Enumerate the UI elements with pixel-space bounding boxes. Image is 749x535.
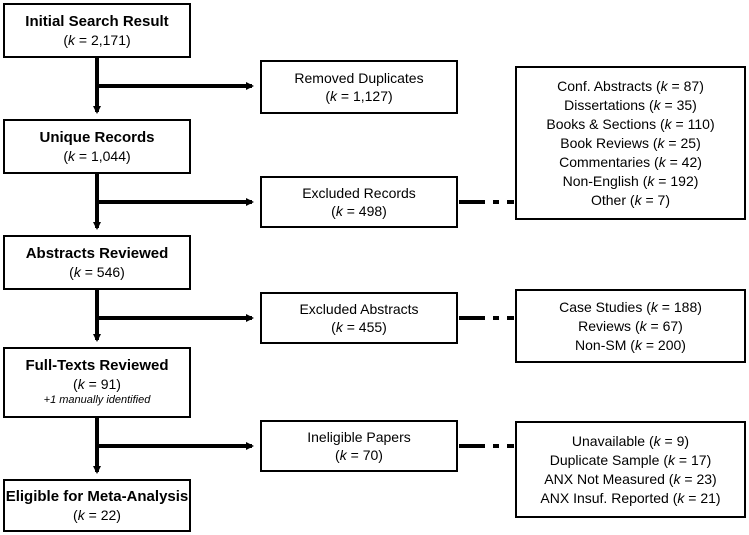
step-title: Abstracts Reviewed [25, 244, 169, 262]
list-item: Reviews (k = 67) [578, 317, 683, 334]
step-unique-records: Unique Records (k = 1,044) [3, 119, 191, 174]
step-abstracts-reviewed: Abstracts Reviewed (k = 546) [3, 235, 191, 290]
list-item: Non-English (k = 192) [562, 172, 699, 189]
step-count: (k = 2,171) [63, 31, 131, 48]
step-title: Full-Texts Reviewed [25, 357, 169, 374]
list-item: Dissertations (k = 35) [564, 96, 697, 113]
list-item: Books & Sections (k = 110) [546, 115, 715, 132]
exclusion-removed-duplicates: Removed Duplicates (k = 1,127) [260, 60, 458, 114]
exclusion-count: (k = 455) [331, 319, 387, 335]
step-count: (k = 1,044) [63, 147, 131, 164]
list-item: Case Studies (k = 188) [559, 298, 702, 315]
detail-list-records: Conf. Abstracts (k = 87) Dissertations (… [515, 66, 746, 220]
exclusion-title: Excluded Abstracts [299, 301, 419, 317]
list-item: Other (k = 7) [590, 191, 670, 208]
exclusion-title: Ineligible Papers [307, 429, 411, 445]
exclusion-count: (k = 1,127) [325, 88, 393, 104]
step-count: (k = 22) [73, 506, 121, 523]
step-eligible: Eligible for Meta-Analysis (k = 22) [3, 479, 191, 532]
detail-list-ineligible: Unavailable (k = 9) Duplicate Sample (k … [515, 421, 746, 518]
list-item: Duplicate Sample (k = 17) [549, 451, 712, 468]
step-initial-search: Initial Search Result (k = 2,171) [3, 3, 191, 58]
exclusion-title: Excluded Records [302, 185, 416, 201]
exclusion-title: Removed Duplicates [294, 70, 424, 86]
list-item: Unavailable (k = 9) [571, 432, 690, 449]
step-title: Initial Search Result [25, 12, 169, 30]
step-title: Unique Records [39, 128, 155, 146]
exclusion-excluded-records: Excluded Records (k = 498) [260, 176, 458, 228]
exclusion-count: (k = 70) [335, 447, 383, 463]
detail-list-abstracts: Case Studies (k = 188) Reviews (k = 67) … [515, 289, 746, 363]
step-title: Eligible for Meta-Analysis [5, 487, 189, 505]
step-count: (k = 91) [73, 376, 121, 392]
list-item: Book Reviews (k = 25) [560, 134, 701, 151]
list-item: ANX Insuf. Reported (k = 21) [540, 489, 721, 506]
list-item: ANX Not Measured (k = 23) [544, 470, 717, 487]
list-item: Conf. Abstracts (k = 87) [557, 77, 704, 94]
exclusion-count: (k = 498) [331, 203, 387, 219]
exclusion-excluded-abstracts: Excluded Abstracts (k = 455) [260, 292, 458, 344]
step-note: +1 manually identified [43, 394, 151, 406]
list-item: Non-SM (k = 200) [575, 336, 686, 353]
step-full-texts-reviewed: Full-Texts Reviewed (k = 91) +1 manually… [3, 347, 191, 418]
list-item: Commentaries (k = 42) [559, 153, 702, 170]
exclusion-ineligible-papers: Ineligible Papers (k = 70) [260, 420, 458, 472]
step-count: (k = 546) [69, 263, 125, 280]
